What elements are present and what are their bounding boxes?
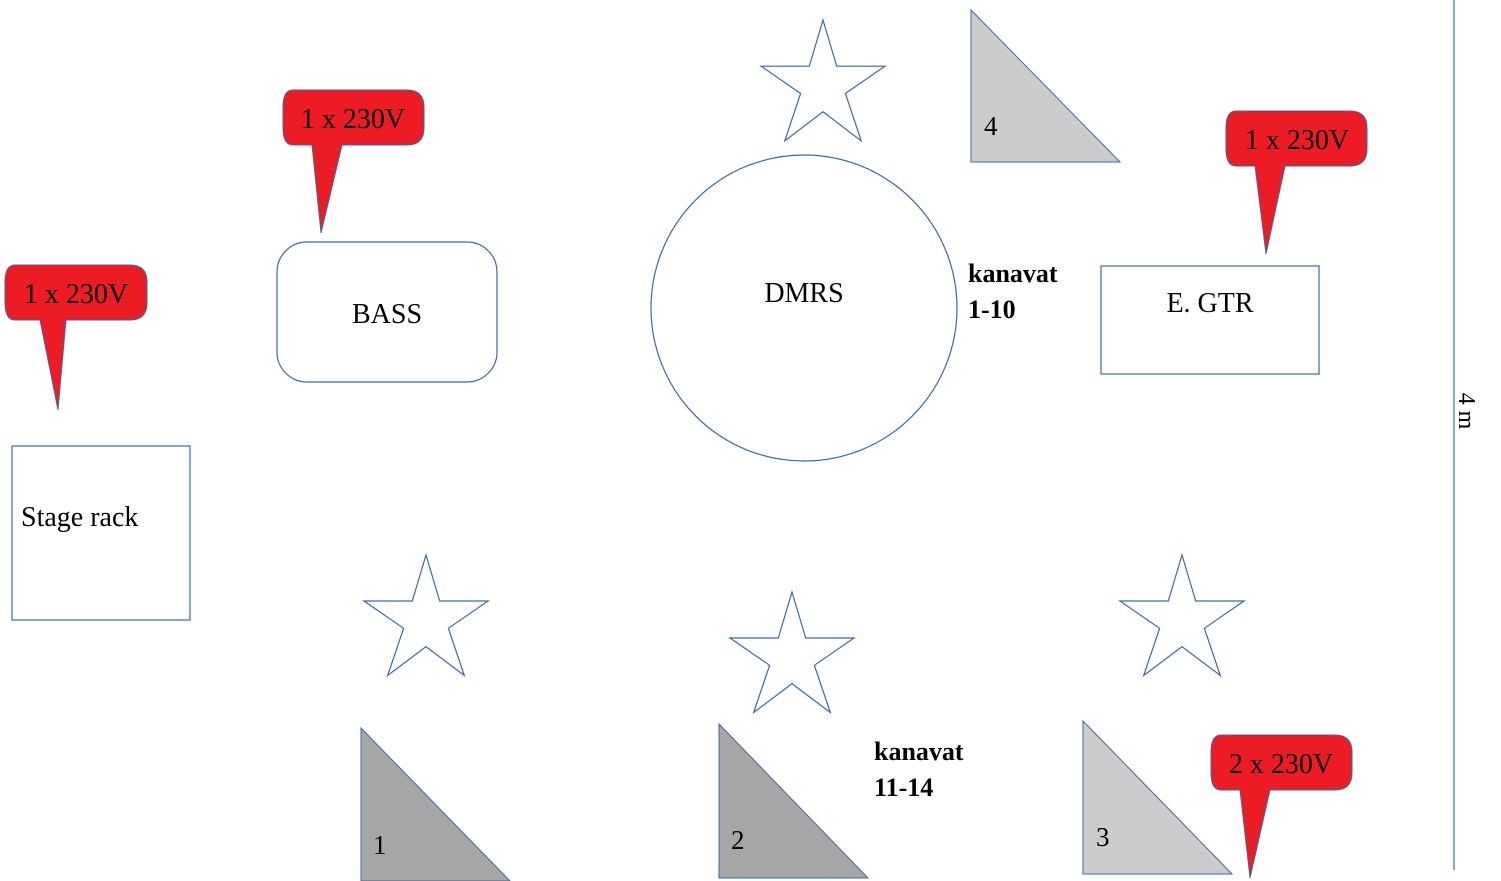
star-left	[362, 552, 490, 678]
power-callout-bass-shape	[282, 89, 425, 234]
power-callout-guitar: 1 x 230V	[1225, 110, 1368, 255]
front-channels: kanavat 11-14	[874, 737, 964, 802]
monitor-wedge-4	[970, 8, 1122, 163]
monitor-3: 3	[1082, 719, 1234, 875]
drums-circle	[650, 154, 958, 462]
monitor-label-2: 2	[731, 825, 745, 855]
power-callout-stage-rack-label: 1 x 230V	[24, 279, 128, 310]
drums-label: DMRS	[764, 278, 843, 309]
monitor-wedge-1	[360, 726, 511, 881]
star-center	[728, 589, 856, 715]
bass-label: BASS	[352, 299, 422, 330]
bass-box	[276, 241, 498, 383]
power-callout-monitor-3: 2 x 230V	[1210, 734, 1353, 879]
front-channels-line1: kanavat	[874, 737, 964, 766]
star-top	[759, 17, 887, 143]
power-callout-guitar-label: 1 x 230V	[1245, 125, 1349, 156]
front-channels-line2: 11-14	[874, 773, 933, 802]
power-callout-stage-rack: 1 x 230V	[4, 264, 148, 411]
guitar-amp: E. GTR	[1100, 265, 1320, 375]
power-callout-bass: 1 x 230V	[282, 89, 425, 234]
star-right	[1118, 552, 1246, 678]
monitor-wedge-2	[718, 722, 870, 879]
drums-channels: kanavat 1-10	[968, 259, 1058, 324]
dimension-label: 4 m	[1453, 393, 1479, 430]
monitor-1: 1	[360, 726, 511, 881]
stage-rack: Stage rack	[11, 445, 191, 621]
power-callout-bass-label: 1 x 230V	[301, 104, 405, 135]
guitar-label: E. GTR	[1166, 288, 1253, 319]
drums-channels-line2: 1-10	[968, 295, 1016, 324]
power-callout-monitor-3-label: 2 x 230V	[1229, 749, 1333, 780]
stage-rack-box	[11, 445, 191, 621]
power-callout-guitar-shape	[1225, 110, 1368, 255]
monitor-label-4: 4	[984, 111, 998, 141]
drums-channels-line1: kanavat	[968, 259, 1058, 288]
monitor-label-1: 1	[373, 830, 387, 860]
power-callout-stage-rack-shape	[4, 264, 148, 411]
stage-rack-label: Stage rack	[21, 502, 138, 533]
monitor-4: 4	[970, 8, 1122, 163]
drums: DMRS	[650, 154, 958, 462]
power-callout-monitor-3-shape	[1210, 734, 1353, 879]
bass-amp: BASS	[276, 241, 498, 383]
guitar-box	[1100, 265, 1320, 375]
monitor-wedge-3	[1082, 719, 1234, 875]
monitor-2: 2	[718, 722, 870, 879]
monitor-label-3: 3	[1096, 822, 1110, 852]
